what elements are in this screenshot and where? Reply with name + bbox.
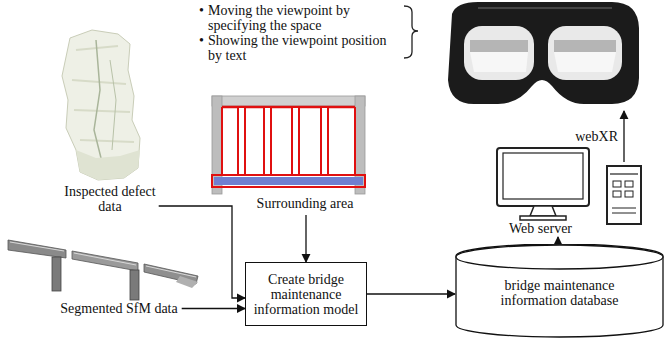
feature-column: Moving the viewpoint by specifying the s… <box>208 3 398 63</box>
node-text: Inspected defect data <box>56 184 164 214</box>
node-text: bridge maintenance information database <box>471 278 648 308</box>
server-group: Web server <box>495 163 645 236</box>
bridge-section <box>212 96 365 194</box>
node-text: Segmented SfM data <box>36 301 202 316</box>
cylinder-body <box>456 244 663 337</box>
flow-arrow <box>367 293 455 294</box>
database-label: bridge maintenance information database <box>471 278 648 308</box>
image-caption: Surrounding area <box>235 196 375 211</box>
image-caption: Segmented SfM data <box>36 301 202 316</box>
server-icon <box>607 166 641 224</box>
sfm-bridge <box>8 240 198 300</box>
server-caption: Web server <box>509 221 572 236</box>
edge-label: webXR <box>574 129 619 144</box>
node-text: Create bridge maintenance information mo… <box>251 272 361 317</box>
cylinder-top <box>456 245 663 269</box>
database-cylinder: bridge maintenance information database <box>455 244 664 338</box>
node-text: Moving the viewpoint by specifying the s… <box>208 3 398 33</box>
bullet-mark: • <box>198 3 205 18</box>
bullet-mark: • <box>198 33 205 48</box>
bracket <box>404 6 418 58</box>
flow-arrow <box>182 308 245 309</box>
process-box: Create bridge maintenance information mo… <box>245 262 367 326</box>
vr-headset <box>448 2 639 104</box>
flow-arrow <box>305 215 306 262</box>
image-caption: Inspected defect data <box>56 184 164 214</box>
flow-arrow <box>623 111 624 162</box>
node-text: Surrounding area <box>235 196 375 211</box>
flow-arrow <box>159 206 245 298</box>
feature-list: Moving the viewpoint by specifying the s… <box>196 0 646 110</box>
node-text: Showing the viewpoint position by text <box>208 33 398 63</box>
node-text: Web server <box>509 221 572 236</box>
defect-image <box>62 30 140 180</box>
computer-icon <box>497 148 589 220</box>
